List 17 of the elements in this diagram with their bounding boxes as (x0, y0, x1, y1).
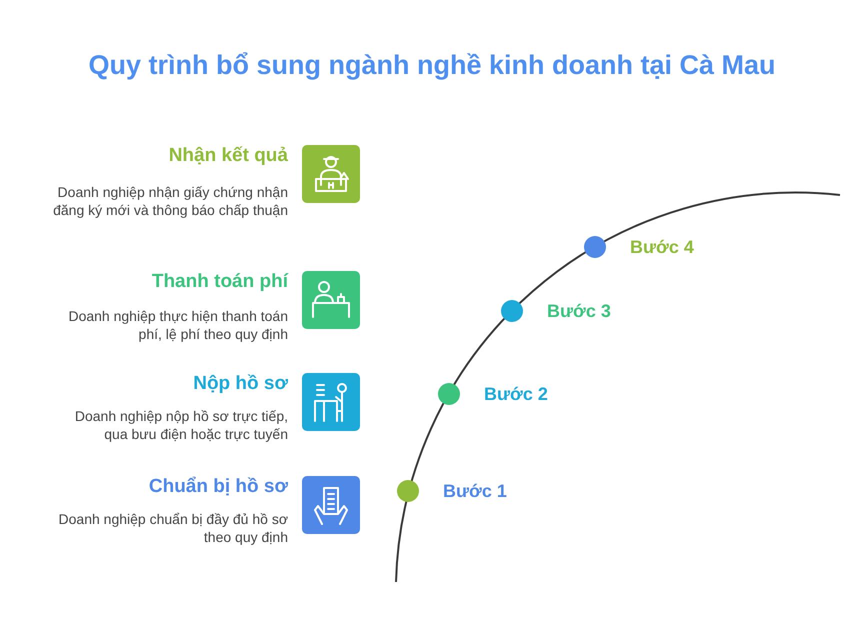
step-heading: Thanh toán phí (152, 271, 288, 293)
timeline-dot (584, 236, 606, 258)
step-label: Bước 4 (630, 237, 694, 258)
title: Quy trình bổ sung ngành nghề kinh doanh tại Cà Mau (88, 50, 776, 81)
step-description: Doanh nghiệp thực hiện thanh toán phí, lệ phí theo quy định (67, 307, 288, 343)
timeline-dot (501, 300, 523, 322)
step-label: Bước 1 (443, 481, 507, 502)
step-description: Doanh nghiệp nộp hồ sơ trực tiếp, qua bưu điện hoặc trực tuyến (74, 407, 288, 443)
timeline-dot (438, 383, 460, 405)
step-description: Doanh nghiệp nhận giấy chứng nhận đăng ký mới và thông báo chấp thuận (52, 183, 288, 219)
step-heading: Chuẩn bị hồ sơ (148, 476, 288, 498)
timeline-dot (397, 480, 419, 502)
step-label: Bước 3 (547, 301, 611, 322)
step-description: Doanh nghiệp chuẩn bị đầy đủ hồ sơ theo quy định (58, 510, 288, 546)
step-label: Bước 2 (484, 384, 548, 405)
step-heading: Nộp hồ sơ (193, 373, 288, 395)
step-heading: Nhận kết quả (168, 145, 288, 167)
